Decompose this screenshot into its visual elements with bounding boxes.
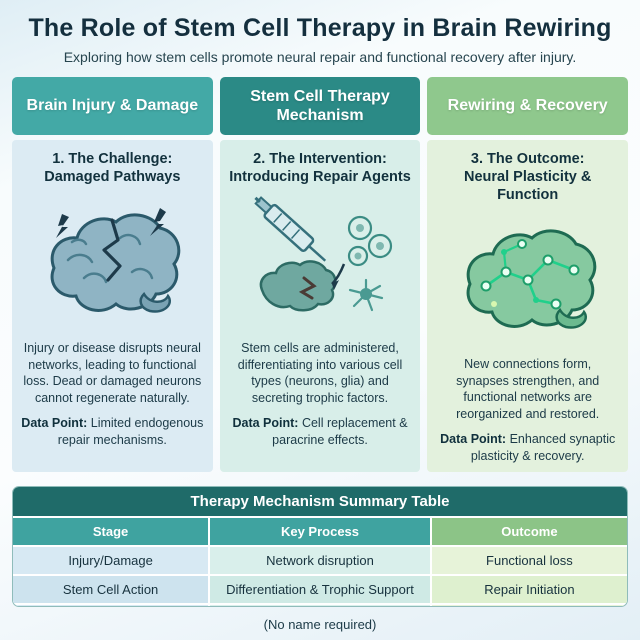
table-cell-stage: Injury/Damage (13, 547, 209, 575)
table-cell-outcome: Functional Recovery (431, 605, 627, 607)
columns-section: Brain Injury & Damage 1. The Challenge: … (12, 77, 629, 473)
table-row: Functional Result Synaptogenesis & Reorg… (13, 605, 627, 607)
table-cell-process: Network disruption (210, 547, 430, 575)
column-header-brain-injury: Brain Injury & Damage (12, 77, 213, 135)
column-brain-injury: Brain Injury & Damage 1. The Challenge: … (12, 77, 213, 473)
table-header-key-process: Key Process (210, 518, 430, 546)
table-row: Stem Cell Action Differentiation & Troph… (13, 576, 627, 604)
column-heading-intervention: 2. The Intervention: Introducing Repair … (229, 151, 411, 186)
column-rewiring-recovery: Rewiring & Recovery 3. The Outcome: Neur… (427, 77, 629, 473)
rewired-brain-icon (466, 229, 596, 330)
rewired-brain-illustration (436, 208, 619, 350)
data-point-challenge: Data Point: Limited endogenous repair me… (21, 415, 204, 448)
summary-table: Therapy Mechanism Summary Table Stage Ke… (12, 486, 628, 607)
column-stem-cell-mechanism: Stem Cell Therapy Mechanism 2. The Inter… (219, 77, 421, 473)
page-subtitle: Exploring how stem cells promote neural … (63, 49, 577, 65)
data-point-text: Cell replacement & paracrine effects. (272, 416, 408, 447)
syringe-stem-cell-illustration (229, 192, 412, 334)
column-body-rewiring: 3. The Outcome: Neural Plasticity & Func… (427, 140, 629, 473)
table-cell-stage: Functional Result (13, 605, 209, 607)
data-point-label: Data Point: (440, 432, 507, 447)
column-heading-challenge: 1. The Challenge: Damaged Pathways (44, 151, 181, 186)
column-header-stem-cell: Stem Cell Therapy Mechanism (219, 77, 421, 135)
damaged-brain-illustration (21, 192, 204, 334)
table-header-stage: Stage (13, 518, 209, 546)
data-point-label: Data Point: (232, 416, 299, 430)
table-cell-outcome: Functional loss (431, 547, 627, 575)
column-body-stem-cell: 2. The Intervention: Introducing Repair … (219, 140, 421, 473)
table-cell-process: Differentiation & Trophic Support (210, 576, 430, 604)
column-heading-outcome: 3. The Outcome: Neural Plasticity & Func… (464, 151, 592, 204)
data-point-outcome: Data Point: Enhanced synaptic plasticity… (436, 431, 619, 464)
data-point-text: Limited endogenous repair mechanisms. (57, 416, 204, 447)
data-point-intervention: Data Point: Cell replacement & paracrine… (229, 415, 412, 448)
table-cell-outcome: Repair Initiation (431, 576, 627, 604)
summary-table-title: Therapy Mechanism Summary Table (13, 487, 627, 517)
column-text-outcome: New connections form, synapses strengthe… (456, 357, 600, 421)
summary-table-header-row: Stage Key Process Outcome (13, 518, 627, 546)
table-row: Injury/Damage Network disruption Functio… (13, 547, 627, 575)
column-text-challenge: Injury or disease disrupts neural networ… (23, 341, 202, 405)
column-header-rewiring: Rewiring & Recovery (427, 77, 629, 135)
page-title: The Role of Stem Cell Therapy in Brain R… (28, 14, 612, 42)
table-cell-stage: Stem Cell Action (13, 576, 209, 604)
table-cell-process: Synaptogenesis & Reorganization (210, 605, 430, 607)
syringe-brain-icon (254, 196, 393, 312)
column-body-brain-injury: 1. The Challenge: Damaged Pathways Injur… (12, 140, 213, 473)
data-point-label: Data Point: (21, 416, 88, 430)
footer-note: (No name required) (263, 617, 377, 632)
table-header-outcome: Outcome (431, 518, 627, 546)
column-text-intervention: Stem cells are administered, differentia… (237, 341, 403, 405)
data-point-text: Enhanced synaptic plasticity & recovery. (470, 432, 616, 463)
damaged-brain-icon (51, 208, 181, 313)
